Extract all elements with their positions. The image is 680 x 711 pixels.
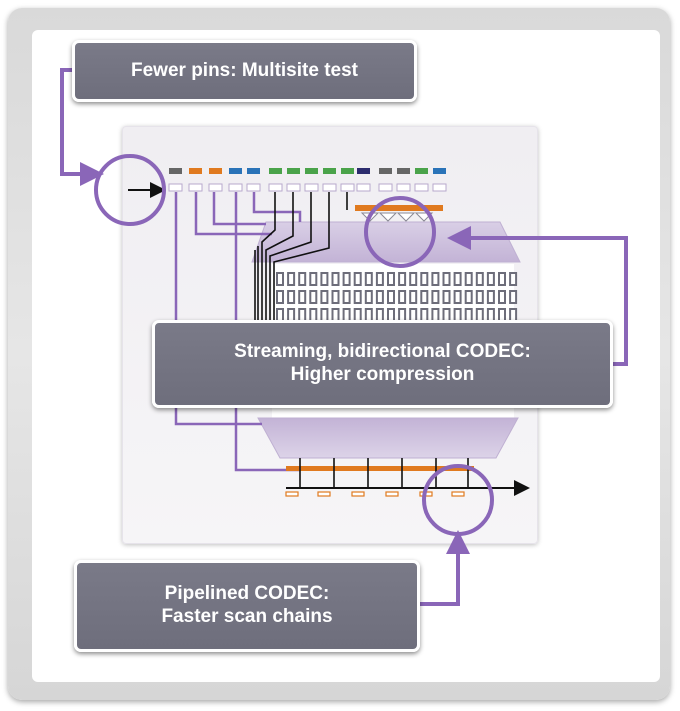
scan-cell-inner <box>400 274 405 284</box>
circle-input-pins <box>94 154 166 226</box>
scan-cell-inner <box>455 292 460 302</box>
compactor-block <box>257 417 519 459</box>
scan-cell-inner <box>300 274 305 284</box>
scan-cell-inner <box>411 292 416 302</box>
scan-cell-inner <box>333 292 338 302</box>
scan-cell-inner <box>377 274 382 284</box>
scan-cell-inner <box>322 310 327 320</box>
scan-cell-inner <box>300 310 305 320</box>
callout-streaming-codec: Streaming, bidirectional CODEC: Higher c… <box>152 320 613 408</box>
scan-cell-inner <box>389 274 393 284</box>
scan-cell-inner <box>511 292 516 302</box>
callout-streaming-line1: Streaming, bidirectional CODEC: <box>234 341 531 363</box>
scan-cell-inner <box>322 274 327 284</box>
black-wires <box>254 192 348 320</box>
circle-codec <box>364 196 436 268</box>
scan-cell-inner <box>433 292 438 302</box>
scan-cell-inner <box>500 292 504 302</box>
callout-fewer-pins: Fewer pins: Multisite test <box>72 40 417 102</box>
scan-cell-inner <box>477 310 482 320</box>
scan-cell-inner <box>344 310 349 320</box>
callout-fewer-pins-text: Fewer pins: Multisite test <box>131 59 358 81</box>
scan-cell-inner <box>422 274 427 284</box>
scan-cell-inner <box>366 292 371 302</box>
scan-cell-inner <box>433 310 438 320</box>
scan-cell-inner <box>433 274 438 284</box>
scan-cell-inner <box>289 274 294 284</box>
scan-cell-inner <box>411 310 416 320</box>
scan-cell-inner <box>366 310 371 320</box>
callout-pipelined-line2: Faster scan chains <box>161 606 333 627</box>
scan-cell-inner <box>278 310 282 320</box>
scan-cell-inner <box>355 310 360 320</box>
scan-cell-inner <box>355 274 360 284</box>
scan-cell-inner <box>289 310 294 320</box>
scan-cell-inner <box>477 292 482 302</box>
circle-output <box>422 464 494 536</box>
scan-cell-inner <box>511 274 516 284</box>
scan-cell-inner <box>311 310 316 320</box>
scan-cell-inner <box>422 292 427 302</box>
scan-cell-inner <box>344 274 349 284</box>
scan-cell-inner <box>455 310 460 320</box>
scan-cell-inner <box>444 274 449 284</box>
scan-cell-inner <box>466 310 471 320</box>
scan-cell-inner <box>455 274 460 284</box>
scan-cell-inner <box>278 292 282 302</box>
scan-cell-inner <box>377 310 382 320</box>
scan-cell-inner <box>422 310 427 320</box>
scan-cell-inner <box>300 292 305 302</box>
scan-cell-inner <box>500 274 504 284</box>
connector-pipelined <box>420 530 470 606</box>
scan-cell-inner <box>400 292 405 302</box>
scan-cell-inner <box>500 310 504 320</box>
scan-cell-inner <box>411 274 416 284</box>
scan-cell-inner <box>488 310 493 320</box>
scan-cell-inner <box>477 274 482 284</box>
callout-pipelined-line1: Pipelined CODEC: <box>164 583 330 605</box>
scan-cell-inner <box>322 292 327 302</box>
input-pins <box>168 168 447 192</box>
scan-cell-inner <box>488 292 493 302</box>
scan-cell-inner <box>466 274 471 284</box>
scan-cell-inner <box>400 310 405 320</box>
scan-cell-inner <box>444 310 449 320</box>
connector-fewer-pins <box>60 68 104 186</box>
output-stage <box>285 458 530 497</box>
scan-cell-inner <box>377 292 382 302</box>
scan-cell-inner <box>333 274 338 284</box>
highlight-circles <box>94 154 494 536</box>
purple-routing <box>174 192 302 472</box>
scan-cell-inner <box>444 292 449 302</box>
callout-connectors <box>60 68 628 606</box>
scan-cell-inner <box>511 310 516 320</box>
connector-streaming <box>447 226 628 366</box>
scan-cell-inner <box>466 292 471 302</box>
scan-cell-inner <box>488 274 493 284</box>
scan-cell-inner <box>389 292 393 302</box>
callout-pipelined-codec: Pipelined CODEC: Faster scan chains <box>74 560 420 652</box>
scan-cell-inner <box>311 292 316 302</box>
scan-cell-inner <box>344 292 349 302</box>
callout-streaming-line2: Higher compression <box>290 364 475 385</box>
scan-cell-inner <box>389 310 393 320</box>
scan-cell-inner <box>366 274 371 284</box>
scan-cell-inner <box>333 310 338 320</box>
scan-cell-inner <box>355 292 360 302</box>
scan-cell-inner <box>289 292 294 302</box>
scan-cell-inner <box>278 274 282 284</box>
scan-cell-inner <box>311 274 316 284</box>
